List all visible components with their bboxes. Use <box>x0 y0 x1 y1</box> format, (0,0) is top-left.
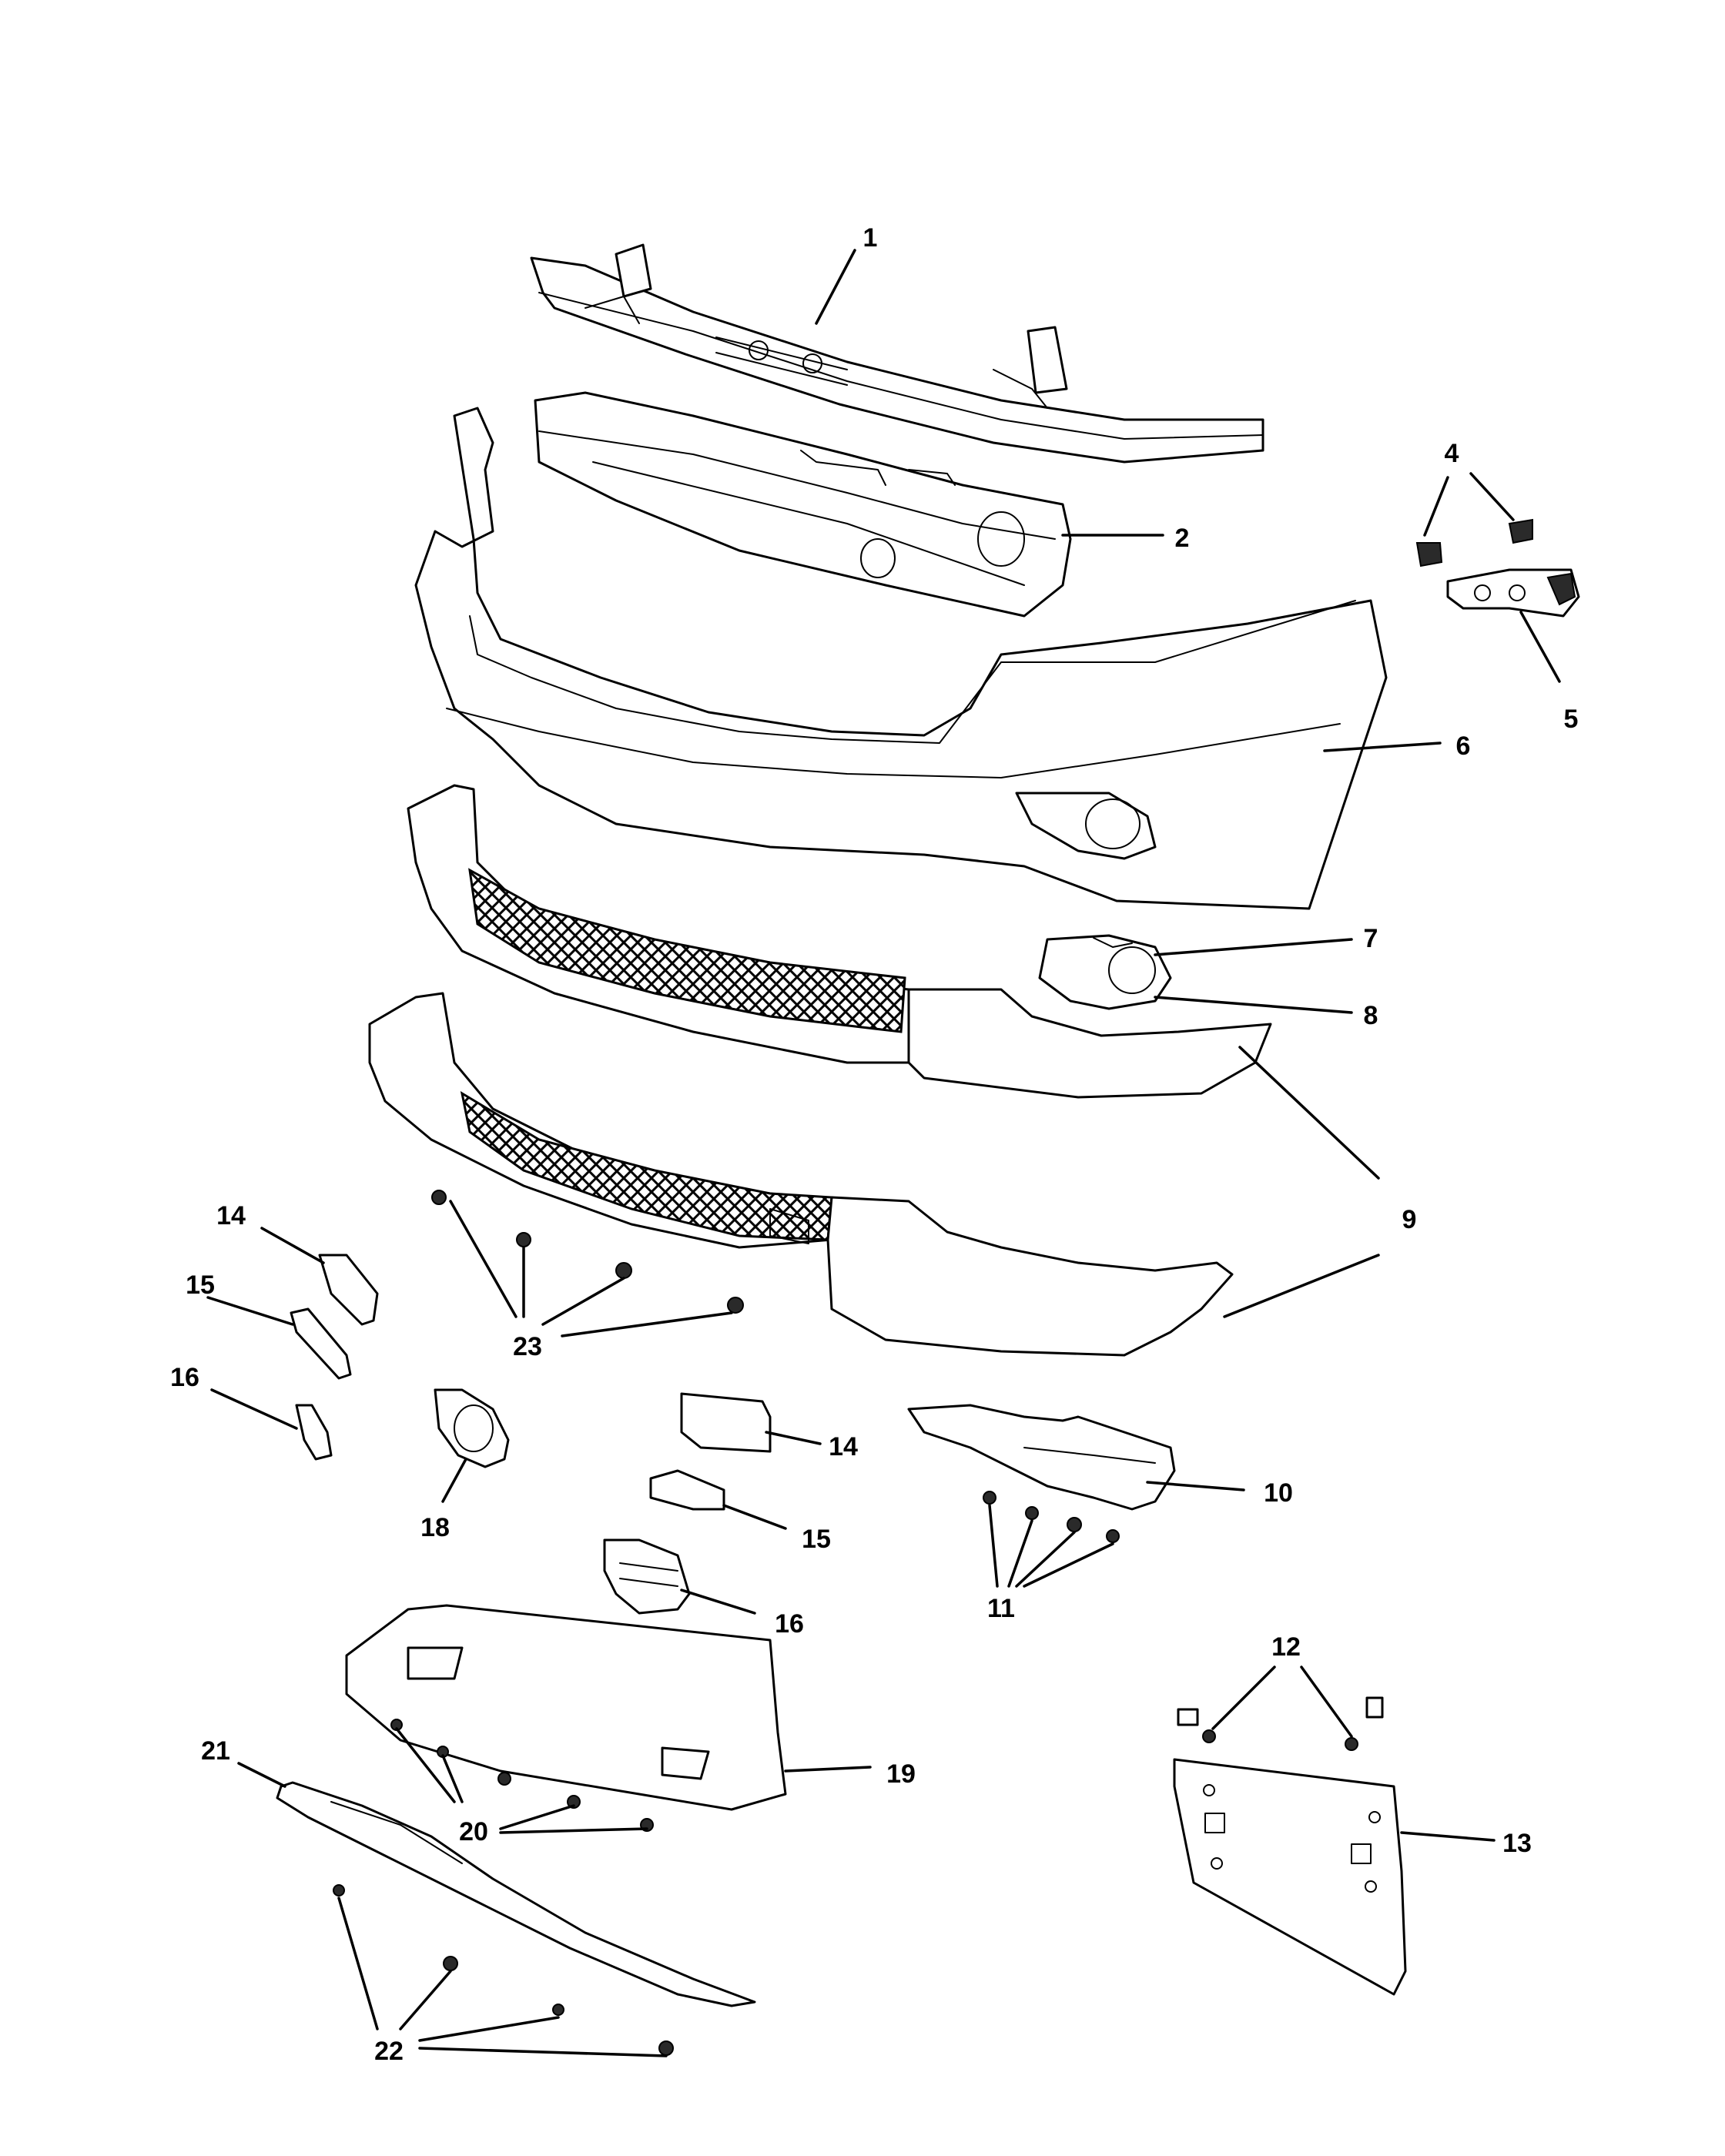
callout-2: 2 <box>1175 524 1190 553</box>
callout-labels: 1 2 4 5 6 7 8 9 10 11 12 13 14 15 16 14 … <box>170 223 1578 2066</box>
part-19-skid-plate <box>345 1604 787 1811</box>
part-23-clips <box>431 1190 744 1314</box>
callout-22: 22 <box>374 2037 404 2066</box>
part-18-fog-bezel <box>434 1388 510 1468</box>
callout-15-center: 15 <box>802 1525 831 1554</box>
callout-1: 1 <box>863 223 878 253</box>
callout-16-center: 16 <box>775 1609 804 1639</box>
part-14-15-16-left <box>290 1254 379 1461</box>
part-1-reinforcement-beam <box>530 243 1264 464</box>
callout-12: 12 <box>1271 1632 1301 1662</box>
callout-15-left: 15 <box>186 1270 215 1300</box>
callout-9: 9 <box>1402 1205 1417 1234</box>
callout-14-left: 14 <box>216 1201 246 1230</box>
callout-6: 6 <box>1456 732 1471 761</box>
callout-14-center: 14 <box>829 1432 858 1461</box>
callout-16-left: 16 <box>170 1363 199 1392</box>
part-11-screws <box>983 1491 1120 1543</box>
part-2-absorber <box>534 391 1072 618</box>
part-20-screws <box>390 1719 654 1832</box>
callout-13: 13 <box>1502 1829 1532 1858</box>
part-22-pins <box>333 1884 674 2056</box>
leader-lines <box>206 249 1561 2057</box>
part-9-lower-valance <box>368 992 1234 1357</box>
part-6-fascia <box>414 407 1388 910</box>
part-10-side-bracket <box>907 1404 1176 1511</box>
callout-11: 11 <box>987 1594 1015 1623</box>
callout-5: 5 <box>1564 705 1579 734</box>
part-12-13-license-bracket <box>1173 1696 1407 1996</box>
callout-23: 23 <box>513 1332 542 1361</box>
callout-18: 18 <box>420 1513 450 1542</box>
part-21-lower-strip <box>276 1781 756 2007</box>
part-7-8-fog-bezel <box>1038 934 1172 1010</box>
callout-19: 19 <box>886 1759 916 1789</box>
part-lower-grille <box>407 784 1272 1099</box>
callout-21: 21 <box>201 1736 230 1766</box>
callout-8: 8 <box>1364 1001 1378 1030</box>
callout-10: 10 <box>1264 1478 1293 1508</box>
callout-20: 20 <box>459 1817 488 1846</box>
part-4-5-brackets <box>1415 518 1580 618</box>
callout-4: 4 <box>1445 439 1459 468</box>
part-14-15-16-center <box>603 1392 772 1615</box>
callout-7: 7 <box>1364 924 1378 953</box>
